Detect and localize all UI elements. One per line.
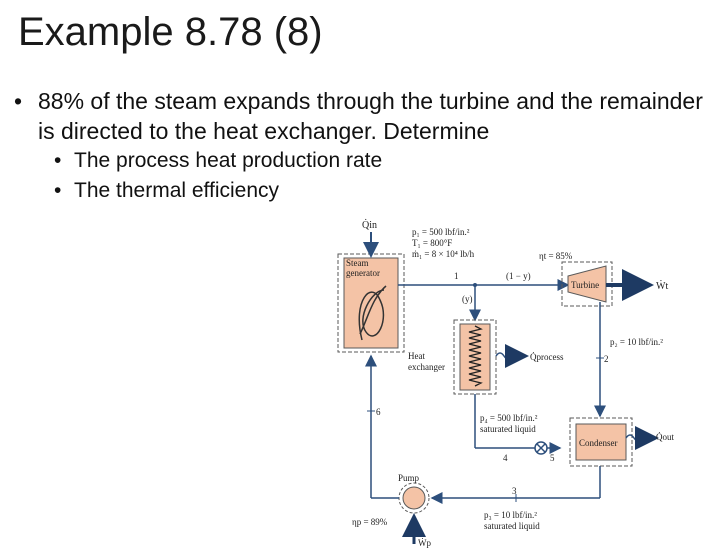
state3-pressure: p₃ = 10 lbf/in.² bbox=[484, 510, 537, 520]
sub-bullet-text: The process heat production rate bbox=[74, 149, 383, 172]
state1-temperature: T₁ = 800°F bbox=[412, 238, 452, 248]
heat-exchanger-label: exchanger bbox=[408, 362, 445, 372]
state4-phase: saturated liquid bbox=[480, 424, 536, 434]
pump-label: Pump bbox=[398, 473, 420, 483]
state1-massflow: ṁ₁ = 8 × 10⁴ lb/h bbox=[412, 249, 475, 259]
q-in-label: Q̇in bbox=[362, 219, 377, 231]
q-process-label: Q̇process bbox=[530, 352, 564, 362]
state2-pressure: p₂ = 10 lbf/in.² bbox=[610, 337, 663, 347]
state-point-4: 4 bbox=[503, 453, 508, 463]
sub-bullet-item: • The process heat production rate bbox=[54, 146, 704, 176]
bullet-list: • 88% of the steam expands through the t… bbox=[14, 86, 704, 206]
state3-phase: saturated liquid bbox=[484, 521, 540, 531]
sub-bullet-item: • The thermal efficiency bbox=[54, 176, 704, 206]
heat-exchanger bbox=[453, 319, 497, 395]
throttling-valve-icon bbox=[534, 441, 548, 455]
condenser bbox=[569, 417, 633, 467]
pump-work-label: Ẇp bbox=[418, 538, 431, 548]
bullet-text: 88% of the steam expands through the tur… bbox=[38, 88, 703, 144]
turbine-label: Turbine bbox=[571, 280, 599, 290]
heat-exchanger-label: Heat bbox=[408, 351, 425, 361]
state-point-5: 5 bbox=[550, 453, 555, 463]
pump-efficiency: ηp = 89% bbox=[352, 517, 388, 527]
steam-generator-label: generator bbox=[346, 268, 380, 278]
sub-bullet-text: The thermal efficiency bbox=[74, 179, 280, 202]
state-point-2: 2 bbox=[604, 354, 609, 364]
bullet-dot-icon: • bbox=[54, 179, 62, 202]
turbine-work-label: Ẇt bbox=[656, 280, 668, 292]
turbine bbox=[561, 261, 613, 307]
condenser-label: Condenser bbox=[579, 438, 618, 448]
state-point-3: 3 bbox=[512, 486, 517, 496]
slide-title: Example 8.78 (8) bbox=[18, 10, 323, 54]
y-label: (y) bbox=[462, 294, 473, 304]
state-point-1: 1 bbox=[454, 271, 459, 281]
steam-generator-label: Steam bbox=[346, 258, 369, 268]
state4-pressure: p₄ = 500 lbf/in.² bbox=[480, 413, 538, 423]
state-point-6: 6 bbox=[376, 407, 381, 417]
state1-pressure: p₁ = 500 lbf/in.² bbox=[412, 227, 470, 237]
bullet-dot-icon: • bbox=[14, 88, 23, 114]
q-out-squiggle bbox=[625, 434, 651, 442]
bullet-dot-icon: • bbox=[54, 149, 62, 172]
pump bbox=[398, 482, 430, 514]
q-out-label: Q̇out bbox=[656, 432, 674, 442]
q-process-squiggle bbox=[495, 352, 521, 360]
bullet-item: • 88% of the steam expands through the t… bbox=[14, 86, 704, 146]
steam-generator bbox=[337, 253, 405, 353]
turbine-efficiency: ηt = 85% bbox=[539, 251, 573, 261]
one-minus-y-label: (1 − y) bbox=[506, 271, 531, 281]
